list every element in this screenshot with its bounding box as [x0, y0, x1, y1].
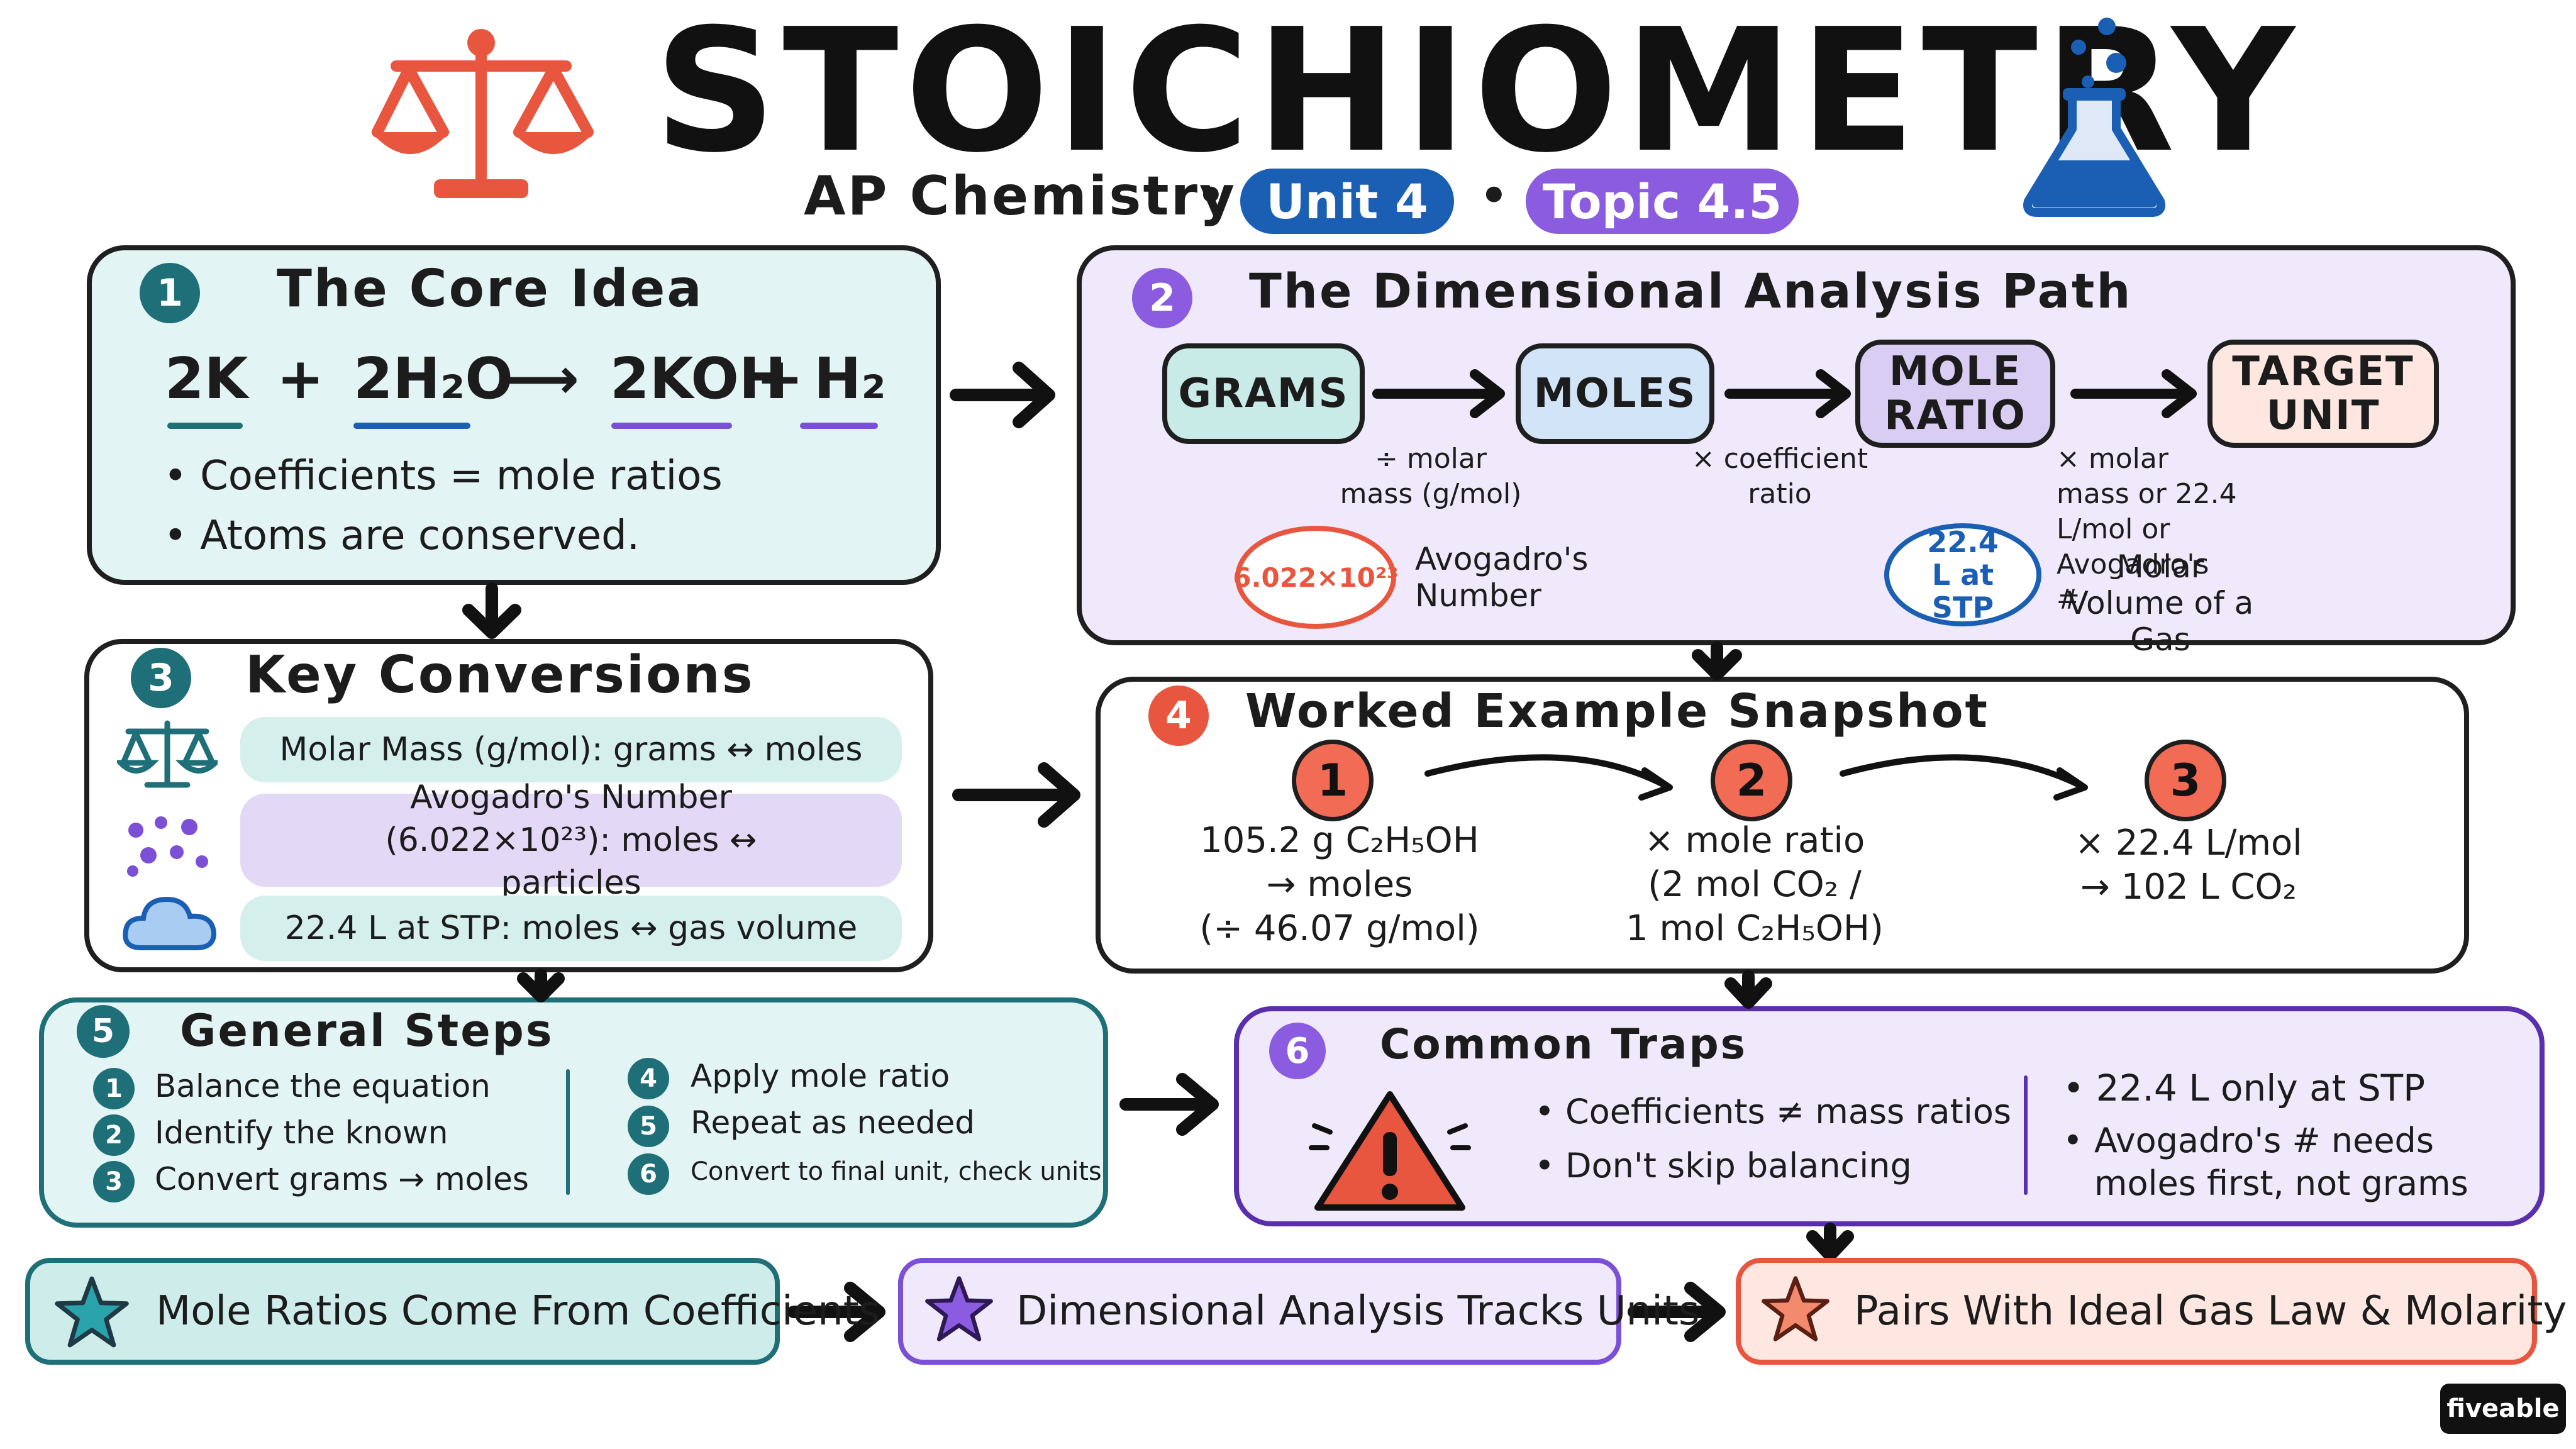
- common-traps-panel: [1234, 1006, 2545, 1226]
- section-badge: 6: [1269, 1023, 1326, 1079]
- flow-step-mole-ratio: MOLE RATIO: [1855, 340, 2055, 448]
- worked-line: × 22.4 L/mol: [2075, 823, 2302, 863]
- worked-step-text: × mole ratio (2 mol CO₂ / 1 mol C₂H₅OH): [1585, 819, 1924, 951]
- worked-line: × mole ratio: [1644, 820, 1865, 861]
- flow-note: × coefficient ratio: [1691, 443, 1868, 510]
- step-text: Repeat as needed: [691, 1104, 975, 1141]
- section-title: Common Traps: [1380, 1020, 1748, 1069]
- cloud-icon: [123, 896, 217, 950]
- particles-icon: [127, 816, 208, 877]
- step-text: Convert to final unit, check units: [691, 1157, 1102, 1186]
- worked-line: 1 mol C₂H₅OH): [1626, 908, 1884, 949]
- avogadro-label: Avogadro's Number: [1415, 541, 1589, 614]
- eq-term: 2K: [165, 346, 248, 412]
- step-text: Apply mole ratio: [691, 1058, 950, 1094]
- topic-pill: Topic 4.5: [1526, 169, 1799, 234]
- flow-step-target-unit: TARGET UNIT: [2207, 340, 2439, 448]
- worked-step-text: 105.2 g C₂H₅OH → moles (÷ 46.07 g/mol): [1170, 819, 1509, 951]
- takeaway-banner-2: Dimensional Analysis Tracks Units: [898, 1258, 1699, 1365]
- eq-term: 2KOH: [610, 346, 787, 412]
- flow-step-grams: GRAMS: [1162, 343, 1365, 444]
- flow-step-moles: MOLES: [1516, 343, 1714, 444]
- divider: [2024, 1075, 2028, 1195]
- eq-underline: [800, 423, 878, 429]
- worked-flow-arrows: [1424, 754, 2088, 801]
- subtitle-separator-2: •: [1478, 165, 1510, 228]
- stp-label: Molar Volume of a Gas: [2067, 548, 2254, 658]
- eq-underline: [353, 423, 470, 429]
- warning-icon: [1309, 1091, 1471, 1211]
- section-badge: 4: [1148, 686, 1209, 746]
- eq-plus: +: [756, 346, 804, 412]
- flow-note: ÷ molar mass (g/mol): [1340, 443, 1522, 510]
- takeaway-banner-3: Pairs With Ideal Gas Law & Molarity: [1736, 1258, 2567, 1365]
- bullet-item: • Coefficients = mole ratios: [164, 453, 723, 499]
- conversion-row: Molar Mass (g/mol): grams ↔ moles: [240, 717, 902, 782]
- flow-note: × molar mass or 22.4 L/mol or Avogadro's…: [2057, 443, 2237, 616]
- page-title: STOICHIOMETRY: [654, 0, 2301, 190]
- banner-text: Pairs With Ideal Gas Law & Molarity: [1854, 1288, 2567, 1335]
- section-title: The Dimensional Analysis Path: [1249, 263, 2133, 319]
- worked-line: (2 mol CO₂ /: [1648, 864, 1862, 905]
- worked-step-number: 3: [2145, 740, 2226, 821]
- conversion-row: 22.4 L at STP: moles ↔ gas volume: [240, 896, 902, 961]
- step-number: 4: [628, 1058, 669, 1099]
- trap-item: •Avogadro's # needs moles first, not gra…: [2063, 1121, 2468, 1203]
- star-icon: [1762, 1276, 1829, 1341]
- eq-plus: +: [277, 346, 325, 412]
- eq-underline: [167, 423, 243, 429]
- section-badge: 5: [77, 1005, 130, 1058]
- conversion-row: Avogadro's Number (6.022×10²³): moles ↔ …: [240, 779, 902, 902]
- step-number: 2: [93, 1114, 135, 1156]
- subtitle-separator: •: [1195, 165, 1227, 228]
- divider: [566, 1069, 570, 1195]
- step-number: 5: [628, 1106, 669, 1147]
- core-idea-panel: [87, 245, 941, 585]
- section-title: General Steps: [180, 1005, 554, 1057]
- worked-step-number: 1: [1292, 740, 1374, 821]
- banner-text: Dimensional Analysis Tracks Units: [1016, 1288, 1700, 1335]
- balance-scale-icon: [371, 29, 594, 198]
- worked-line: → moles: [1266, 864, 1413, 905]
- scale-icon: [117, 720, 218, 788]
- worked-line: → 102 L CO₂: [2080, 867, 2297, 908]
- section-title: Worked Example Snapshot: [1245, 684, 1989, 738]
- section-title: The Core Idea: [277, 259, 704, 319]
- star-icon: [925, 1276, 993, 1341]
- stp-value-badge: 22.4 L at STP: [1884, 523, 2041, 626]
- trap-item: • 22.4 L only at STP: [2063, 1067, 2426, 1109]
- worked-step-number: 2: [1711, 740, 1792, 821]
- unit-pill: Unit 4: [1240, 169, 1454, 234]
- subtitle-course: AP Chemistry: [804, 165, 1237, 228]
- brand-logo: fiveable: [2440, 1384, 2566, 1434]
- general-steps-panel: [39, 997, 1108, 1228]
- takeaway-banner-1: Mole Ratios Come From Coefficients: [25, 1258, 880, 1365]
- worked-line: 105.2 g C₂H₅OH: [1200, 820, 1479, 861]
- step-text: Identify the known: [155, 1114, 448, 1151]
- trap-item: • Coefficients ≠ mass ratios: [1535, 1092, 2011, 1131]
- bullet-item: • Atoms are conserved.: [164, 513, 640, 559]
- step-text: Balance the equation: [155, 1068, 491, 1104]
- banner-text: Mole Ratios Come From Coefficients: [156, 1288, 880, 1335]
- worked-line: (÷ 46.07 g/mol): [1199, 908, 1480, 949]
- section-badge: 3: [131, 648, 191, 708]
- step-number: 1: [93, 1068, 135, 1109]
- star-icon: [55, 1276, 129, 1348]
- step-text: Convert grams → moles: [155, 1161, 529, 1197]
- avogadro-value-badge: 6.022×10²³: [1233, 526, 1399, 629]
- flow-arrows: [1372, 369, 2197, 418]
- eq-arrow: ⟶: [498, 346, 580, 412]
- eq-underline: [611, 423, 732, 429]
- eq-term: 2H₂O: [353, 346, 513, 412]
- step-number: 3: [93, 1161, 135, 1202]
- flask-icon: [2023, 18, 2165, 217]
- section-badge: 2: [1132, 268, 1192, 328]
- worked-example-panel: [1096, 677, 2469, 974]
- section-badge: 1: [140, 263, 200, 323]
- step-number: 6: [628, 1153, 669, 1195]
- trap-item: • Don't skip balancing: [1535, 1146, 1912, 1185]
- section-title: Key Conversions: [245, 645, 755, 705]
- worked-step-text: × 22.4 L/mol → 102 L CO₂: [2025, 821, 2352, 909]
- eq-term: H₂: [814, 346, 886, 412]
